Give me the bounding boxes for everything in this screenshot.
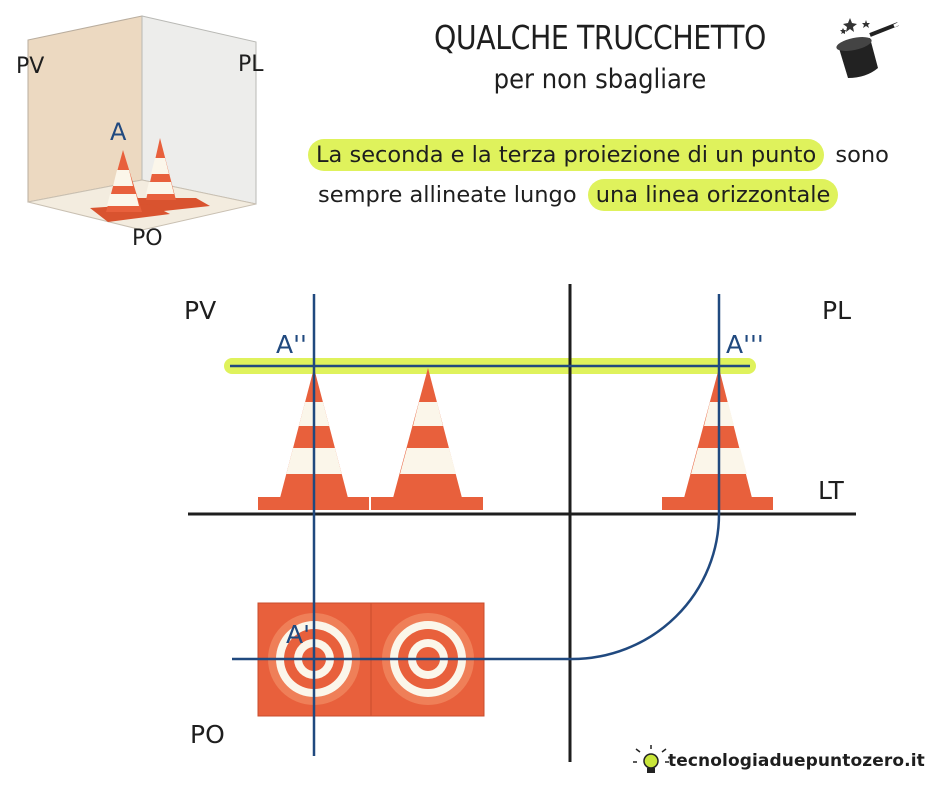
rule-line-2: sempre allineate lungo una linea orizzon… (314, 179, 839, 211)
lightbulb-icon (633, 745, 669, 773)
iso-label-po: PO (132, 226, 163, 251)
label-lt: LT (818, 476, 844, 505)
rule-line-1: La seconda e la terza proiezione di un p… (308, 139, 893, 171)
page-subtitle: per non sbagliare (493, 64, 707, 95)
point-a-side-projector (571, 294, 721, 661)
rule-highlight-2: una linea orizzontale (587, 179, 839, 211)
cone-pv-2 (371, 368, 483, 510)
projection-axes (188, 284, 856, 762)
label-po: PO (190, 720, 225, 749)
label-a-second: A'' (276, 330, 307, 359)
label-a-third: A''' (726, 330, 764, 359)
magic-hat-icon (836, 18, 901, 78)
label-a-first: A' (286, 620, 310, 649)
site-link[interactable]: tecnologiaduepuntozero.it (668, 751, 925, 771)
iso-label-pl: PL (238, 52, 264, 77)
cone-pl (662, 368, 773, 510)
iso-label-point-a: A (110, 118, 127, 146)
isometric-view (27, 15, 257, 231)
label-pv: PV (184, 296, 217, 325)
front-view-cones (258, 368, 483, 510)
iso-cone-front (90, 150, 170, 222)
rule-highlight-1: La seconda e la terza proiezione di un p… (308, 139, 825, 171)
rule-text-2: sempre allineate lungo (318, 182, 577, 208)
label-pl: PL (822, 296, 852, 325)
page-title: QUALCHE TRUCCHETTO (434, 18, 766, 57)
iso-label-pv: PV (16, 54, 45, 79)
rule-text-1: sono (835, 142, 889, 168)
